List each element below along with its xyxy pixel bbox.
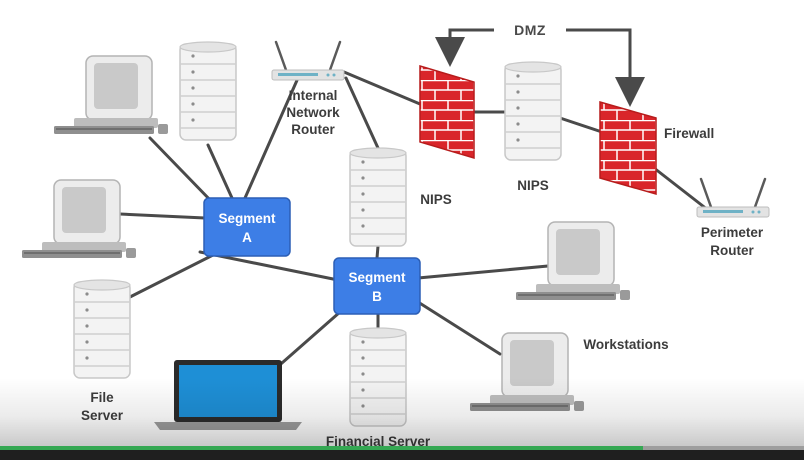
nips-dmz-server-icon [504,61,562,161]
file-server-icon [73,279,131,379]
video-progress-fill [0,446,644,450]
internal-router-label-3: Router [291,122,335,137]
perimeter-router-label-1: Perimeter [701,225,764,240]
firewall-icon [599,101,657,195]
segment-a-label-2: A [242,230,252,245]
dmz-label: DMZ [514,22,546,38]
workstations-label: Workstations [583,337,668,352]
workstation-icon [21,179,137,259]
video-controls-bar [0,450,804,460]
internal-router-icon [270,40,346,82]
segment-a: Segment A [203,197,291,257]
nips-label: NIPS [420,192,452,207]
segment-b-label-2: B [372,289,382,304]
file-server-label-1: File [90,390,114,405]
nips-server-icon [349,147,407,247]
perimeter-router-label-2: Router [710,243,754,258]
nips-dmz-label: NIPS [517,178,549,193]
video-progress-bar[interactable] [0,446,804,450]
firewall-label: Firewall [664,126,714,141]
workstation-icon [515,221,631,301]
perimeter-router-icon [695,177,771,219]
internal-router-label-2: Network [286,105,340,120]
financial-server-icon [349,327,407,427]
segment-b-label-1: Segment [348,270,406,285]
workstation-icon [53,55,169,135]
segment-b: Segment B [333,257,421,315]
server-icon [179,41,237,141]
file-server-label-2: Server [81,408,124,423]
segment-a-label-1: Segment [218,211,276,226]
laptop-icon [154,360,302,430]
dmz-arrows [435,28,645,107]
financial-server-label: Financial Server [326,434,431,449]
firewall-icon [419,64,475,160]
internal-router-label-1: Internal [289,88,338,103]
